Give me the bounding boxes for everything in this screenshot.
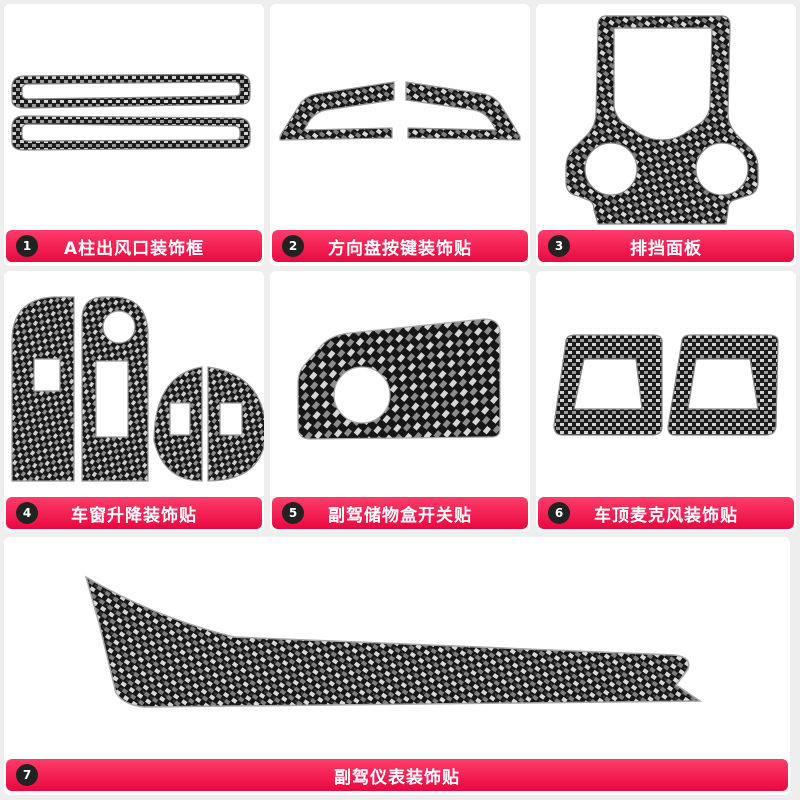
- item-number-badge: 5: [282, 502, 304, 524]
- item-number-badge: 4: [16, 502, 38, 524]
- passenger-dashboard-trim-image: [84, 575, 703, 708]
- glovebox-switch-trim-image: [297, 318, 501, 440]
- product-card-4[interactable]: 4 车窗升降装饰贴: [4, 271, 264, 531]
- item-label-bar: 3 排挡面板: [538, 230, 794, 262]
- product-card-5[interactable]: 5 副驾储物盒开关贴: [270, 271, 530, 531]
- item-label-bar: 1 A柱出风口装饰框: [6, 230, 262, 262]
- product-card-3[interactable]: 3 排挡面板: [536, 4, 796, 266]
- item-number-badge: 7: [16, 764, 38, 786]
- steering-wheel-button-trim-image: [279, 81, 521, 141]
- product-card-6[interactable]: 6 车顶麦克风装饰贴: [536, 271, 796, 531]
- item-label: 副驾仪表装饰贴: [334, 767, 460, 788]
- product-card-1[interactable]: 1 A柱出风口装饰框: [4, 4, 264, 266]
- item-label: 方向盘按键装饰贴: [328, 238, 472, 259]
- item-number-badge: 2: [282, 235, 304, 257]
- item-label: 副驾储物盒开关贴: [328, 505, 472, 526]
- item-label-bar: 7 副驾仪表装饰贴: [6, 759, 788, 791]
- item-number-badge: 1: [16, 235, 38, 257]
- item-label-bar: 5 副驾储物盒开关贴: [272, 497, 528, 529]
- item-number-badge: 6: [548, 502, 570, 524]
- item-label-bar: 6 车顶麦克风装饰贴: [538, 497, 794, 529]
- product-card-7[interactable]: 7 副驾仪表装饰贴: [4, 537, 790, 795]
- gear-shift-panel-image: [565, 15, 759, 225]
- item-label-bar: 4 车窗升降装饰贴: [6, 497, 262, 529]
- item-label: A柱出风口装饰框: [63, 238, 205, 259]
- a-pillar-vent-frame-image: [11, 73, 251, 151]
- item-label-bar: 2 方向盘按键装饰贴: [272, 230, 528, 262]
- roof-microphone-trim-image: [553, 334, 779, 436]
- window-lift-trim-image: [11, 296, 264, 482]
- item-label: 车窗升降装饰贴: [71, 505, 197, 526]
- item-label: 排挡面板: [630, 238, 702, 259]
- item-label: 车顶麦克风装饰贴: [594, 505, 738, 526]
- item-number-badge: 3: [548, 235, 570, 257]
- product-card-2[interactable]: 2 方向盘按键装饰贴: [270, 4, 530, 266]
